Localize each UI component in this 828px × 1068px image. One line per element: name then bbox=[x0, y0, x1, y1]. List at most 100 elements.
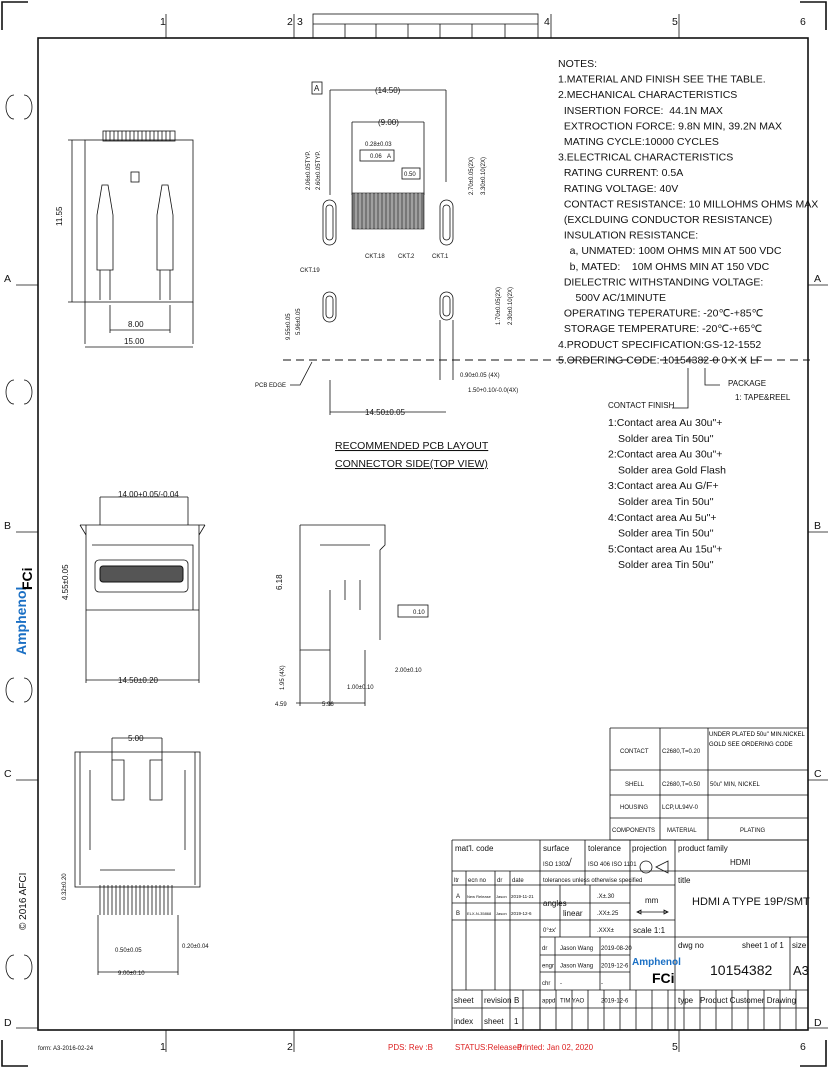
svg-text:index: index bbox=[454, 1017, 473, 1026]
note-line: (EXCLDUING CONDUCTOR RESISTANCE) bbox=[558, 214, 772, 226]
note-line: EXTROCTION FORCE: 9.8N MIN, 39.2N MAX bbox=[558, 120, 782, 132]
svg-text:C: C bbox=[814, 768, 822, 780]
svg-text:ISO 406 ISO 1101: ISO 406 ISO 1101 bbox=[588, 862, 637, 868]
svg-text:CKT.19: CKT.19 bbox=[300, 268, 320, 274]
signoff-name: Jason Wang bbox=[560, 946, 593, 952]
svg-text:Printed: Jan 02, 2020: Printed: Jan 02, 2020 bbox=[517, 1043, 594, 1052]
svg-text:A: A bbox=[4, 273, 11, 285]
svg-text:2: 2 bbox=[287, 1041, 293, 1053]
footer: form: A3-2016-02-24 1 2 PDS: Rev :B STAT… bbox=[38, 1030, 806, 1053]
svg-text:PACKAGE: PACKAGE bbox=[728, 379, 766, 388]
svg-text:0.28±0.03: 0.28±0.03 bbox=[365, 142, 392, 148]
svg-text:2.06±0.05TYP.: 2.06±0.05TYP. bbox=[306, 150, 312, 190]
svg-text:10154382: 10154382 bbox=[710, 962, 773, 978]
signoff-date: 2019-08-20 bbox=[601, 946, 632, 952]
note-line: DIELECTRIC WITHSTANDING VOLTAGE: bbox=[558, 276, 763, 288]
svg-text:mat'l. code: mat'l. code bbox=[455, 844, 494, 853]
svg-text:5: 5 bbox=[672, 1041, 678, 1053]
svg-text:1.00±0.10: 1.00±0.10 bbox=[347, 685, 374, 691]
svg-text:CKT.1: CKT.1 bbox=[432, 254, 449, 260]
note-line: INSERTION FORCE: 44.1N MAX bbox=[558, 105, 723, 117]
svg-text:11.55: 11.55 bbox=[55, 206, 64, 226]
note-line: MATING CYCLE:10000 CYCLES bbox=[558, 136, 719, 148]
svg-text:.X±.30: .X±.30 bbox=[597, 894, 615, 900]
svg-text:revision: revision bbox=[484, 996, 512, 1005]
note-line: NOTES: bbox=[558, 58, 597, 70]
signoff-role: dr bbox=[542, 946, 547, 952]
amphenol-logo: Amphenol bbox=[632, 957, 681, 968]
svg-text:SHELL: SHELL bbox=[625, 782, 645, 788]
note-line: 1.MATERIAL AND FINISH SEE THE TABLE. bbox=[558, 74, 766, 86]
svg-text:6: 6 bbox=[800, 16, 806, 28]
svg-text:0.32±0.20: 0.32±0.20 bbox=[62, 873, 68, 900]
notes: NOTES: 1.MATERIAL AND FINISH SEE THE TABL… bbox=[558, 58, 818, 366]
note-line: 2.MECHANICAL CHARACTERISTICS bbox=[558, 89, 737, 101]
svg-text:5: 5 bbox=[672, 16, 678, 28]
svg-text:2: 2 bbox=[287, 16, 293, 28]
svg-text:RECOMMENDED PCB LAYOUT: RECOMMENDED PCB LAYOUT bbox=[335, 440, 489, 452]
svg-text:Jason: Jason bbox=[496, 911, 507, 916]
finish-option: Solder area Tin 50u'' bbox=[618, 496, 714, 508]
note-line: 4.PRODUCT SPECIFICATION:GS-12-1552 bbox=[558, 339, 761, 351]
note-line: RATING VOLTAGE: 40V bbox=[558, 183, 678, 195]
svg-text:C2680,T=0.20: C2680,T=0.20 bbox=[662, 749, 701, 755]
svg-text:linear: linear bbox=[563, 909, 583, 918]
signoff-date: 2019-12-6 bbox=[601, 999, 629, 1005]
title-block: mat'l. code surface ISO 1302 √ tolerance… bbox=[451, 839, 810, 1031]
svg-text:D: D bbox=[814, 1017, 822, 1029]
finish-option: 3:Contact area Au G/F+ bbox=[608, 480, 719, 492]
svg-text:CKT.18: CKT.18 bbox=[365, 254, 385, 260]
svg-text:Product Customer Drawing: Product Customer Drawing bbox=[700, 996, 796, 1005]
signoff-date: - bbox=[601, 981, 603, 987]
svg-text:5.96±0.05: 5.96±0.05 bbox=[296, 308, 302, 335]
svg-text:COMPONENTS: COMPONENTS bbox=[612, 828, 655, 834]
pcb-layout-view: A (14.50) (9.00) 0.28±0.03 0.06 A 0.50 2… bbox=[255, 81, 810, 470]
svg-text:1.70±0.05(2X): 1.70±0.05(2X) bbox=[496, 287, 502, 325]
signoff-name: TIM YAO bbox=[560, 999, 584, 1005]
svg-text:PLATING: PLATING bbox=[740, 828, 766, 834]
svg-text:dr: dr bbox=[497, 878, 502, 884]
svg-text:2.60±0.05TYP.: 2.60±0.05TYP. bbox=[316, 150, 322, 190]
svg-text:C2680,T=0.50: C2680,T=0.50 bbox=[662, 782, 701, 788]
svg-text:form: A3-2016-02-24: form: A3-2016-02-24 bbox=[38, 1046, 94, 1052]
svg-text:2.00±0.10: 2.00±0.10 bbox=[395, 668, 422, 674]
signoff-role: engr bbox=[542, 964, 554, 970]
svg-text:15.00: 15.00 bbox=[124, 337, 145, 346]
svg-text:0.20±0.04: 0.20±0.04 bbox=[182, 944, 209, 950]
svg-text:2.70±0.05(2X): 2.70±0.05(2X) bbox=[469, 157, 475, 195]
svg-text:Jason: Jason bbox=[496, 894, 507, 899]
svg-text:New Release: New Release bbox=[467, 894, 492, 899]
svg-text:14.50±0.20: 14.50±0.20 bbox=[118, 676, 159, 685]
svg-text:4: 4 bbox=[544, 16, 550, 28]
svg-text:1: 1 bbox=[160, 1041, 166, 1053]
svg-text:2.30±0.10(2X): 2.30±0.10(2X) bbox=[508, 287, 514, 325]
finish-option: Solder area Tin 50u'' bbox=[618, 559, 714, 571]
svg-text:ELX-N-35868: ELX-N-35868 bbox=[467, 911, 492, 916]
front-view: 14.00+0.05/-0.04 14.50±0.20 4.55±0.05 bbox=[61, 490, 206, 685]
svg-text:ISO 1302: ISO 1302 bbox=[543, 862, 569, 868]
side-view: 0.10 6.18 1.95 (4X) 2.00±0.10 1.00±0.10 … bbox=[275, 524, 429, 708]
svg-text:product family: product family bbox=[678, 844, 728, 853]
svg-text:A: A bbox=[387, 154, 391, 160]
contact-finish-options: 1:Contact area Au 30u"+ Solder area Tin 5… bbox=[608, 417, 726, 571]
note-line: a, UNMATED: 100M OHMS MIN AT 500 VDC bbox=[558, 245, 782, 257]
svg-text:FCi: FCi bbox=[652, 970, 675, 986]
finish-option: Solder area Tin 50u'' bbox=[618, 528, 714, 540]
svg-text:1: TAPE&REEL: 1: TAPE&REEL bbox=[735, 393, 791, 402]
signoff-role: appd bbox=[542, 999, 555, 1005]
finish-option: 1:Contact area Au 30u"+ bbox=[608, 417, 722, 429]
svg-text:1.50+0.10/-0.0(4X): 1.50+0.10/-0.0(4X) bbox=[468, 388, 518, 394]
svg-text:projection: projection bbox=[632, 844, 667, 853]
svg-text:3: 3 bbox=[297, 16, 303, 28]
svg-text:2019-11-21: 2019-11-21 bbox=[511, 894, 534, 899]
note-line: CONTACT RESISTANCE: 10 MILLOHMS OHMS MAX bbox=[558, 198, 818, 210]
svg-text:8.00: 8.00 bbox=[128, 320, 144, 329]
svg-text:ecn no: ecn no bbox=[468, 878, 487, 884]
svg-text:1.95 (4X): 1.95 (4X) bbox=[280, 665, 286, 690]
svg-text:STATUS:Released: STATUS:Released bbox=[455, 1043, 521, 1052]
svg-text:C: C bbox=[4, 768, 12, 780]
finish-option: Solder area Tin 50u'' bbox=[618, 433, 714, 445]
note-line: INSULATION RESISTANCE: bbox=[558, 230, 698, 242]
